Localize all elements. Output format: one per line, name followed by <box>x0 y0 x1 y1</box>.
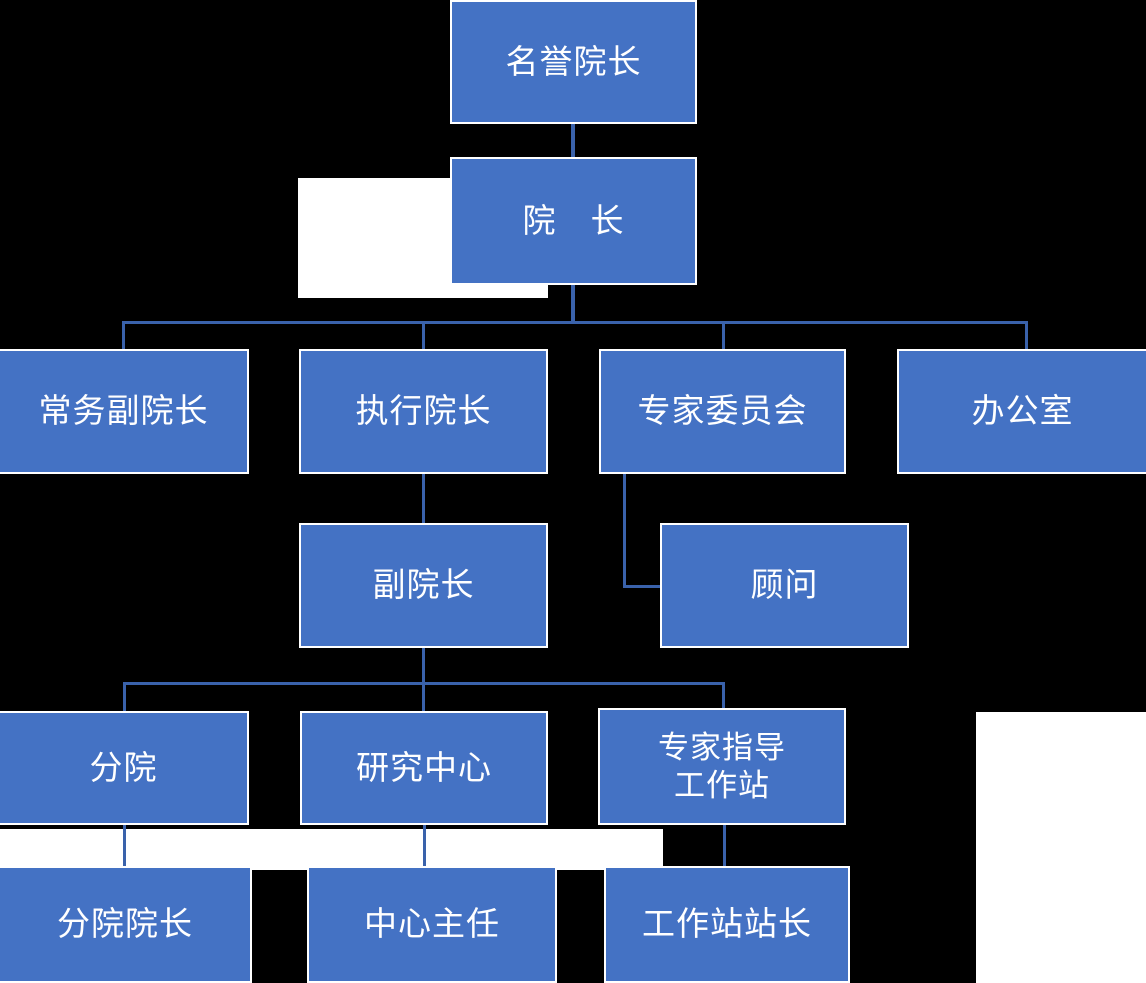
node-vice-dean[interactable]: 副院长 <box>299 523 548 648</box>
node-research-center[interactable]: 研究中心 <box>300 711 548 825</box>
node-dean[interactable]: 院 长 <box>450 157 697 285</box>
node-advisor[interactable]: 顾问 <box>660 523 909 648</box>
connector-bus-to-branch <box>123 682 126 712</box>
connector-workstation-to-chief <box>723 824 726 868</box>
node-honorary-dean[interactable]: 名誉院长 <box>450 0 697 124</box>
connector-bus-to-expert-committee <box>722 321 725 350</box>
connector-expert-committee-drop <box>623 474 626 587</box>
node-executive-dean[interactable]: 执行院长 <box>299 349 548 474</box>
connector-dean-drop <box>571 285 575 322</box>
node-executive-vice-dean[interactable]: 常务副院长 <box>0 349 249 474</box>
node-expert-committee[interactable]: 专家委员会 <box>599 349 846 474</box>
connector-vice-dean-drop <box>422 648 425 683</box>
node-center-director[interactable]: 中心主任 <box>307 866 557 983</box>
connector-bus-to-exec-vice-dean <box>122 321 125 350</box>
white-plate-bottom-band <box>0 829 663 870</box>
connector-bus-to-workstation <box>722 682 725 712</box>
connector-bus-level3 <box>122 321 1028 324</box>
node-branch-dean[interactable]: 分院院长 <box>0 866 252 983</box>
connector-honorary-to-dean <box>571 124 575 158</box>
connector-executive-dean-to-vice-dean <box>422 474 425 524</box>
connector-research-center-to-director <box>423 824 426 868</box>
connector-expert-committee-to-advisor <box>623 585 663 588</box>
connector-bus-to-executive-dean <box>422 321 425 350</box>
node-workstation-chief[interactable]: 工作站站长 <box>604 866 850 983</box>
white-plate-bottom-right <box>976 712 1146 983</box>
node-expert-workstation[interactable]: 专家指导 工作站 <box>598 708 846 825</box>
connector-bus-to-office <box>1025 321 1028 350</box>
node-branch[interactable]: 分院 <box>0 711 249 825</box>
node-office[interactable]: 办公室 <box>897 349 1146 474</box>
connector-bus-to-research-center <box>422 682 425 712</box>
connector-branch-to-branch-dean <box>123 824 126 868</box>
